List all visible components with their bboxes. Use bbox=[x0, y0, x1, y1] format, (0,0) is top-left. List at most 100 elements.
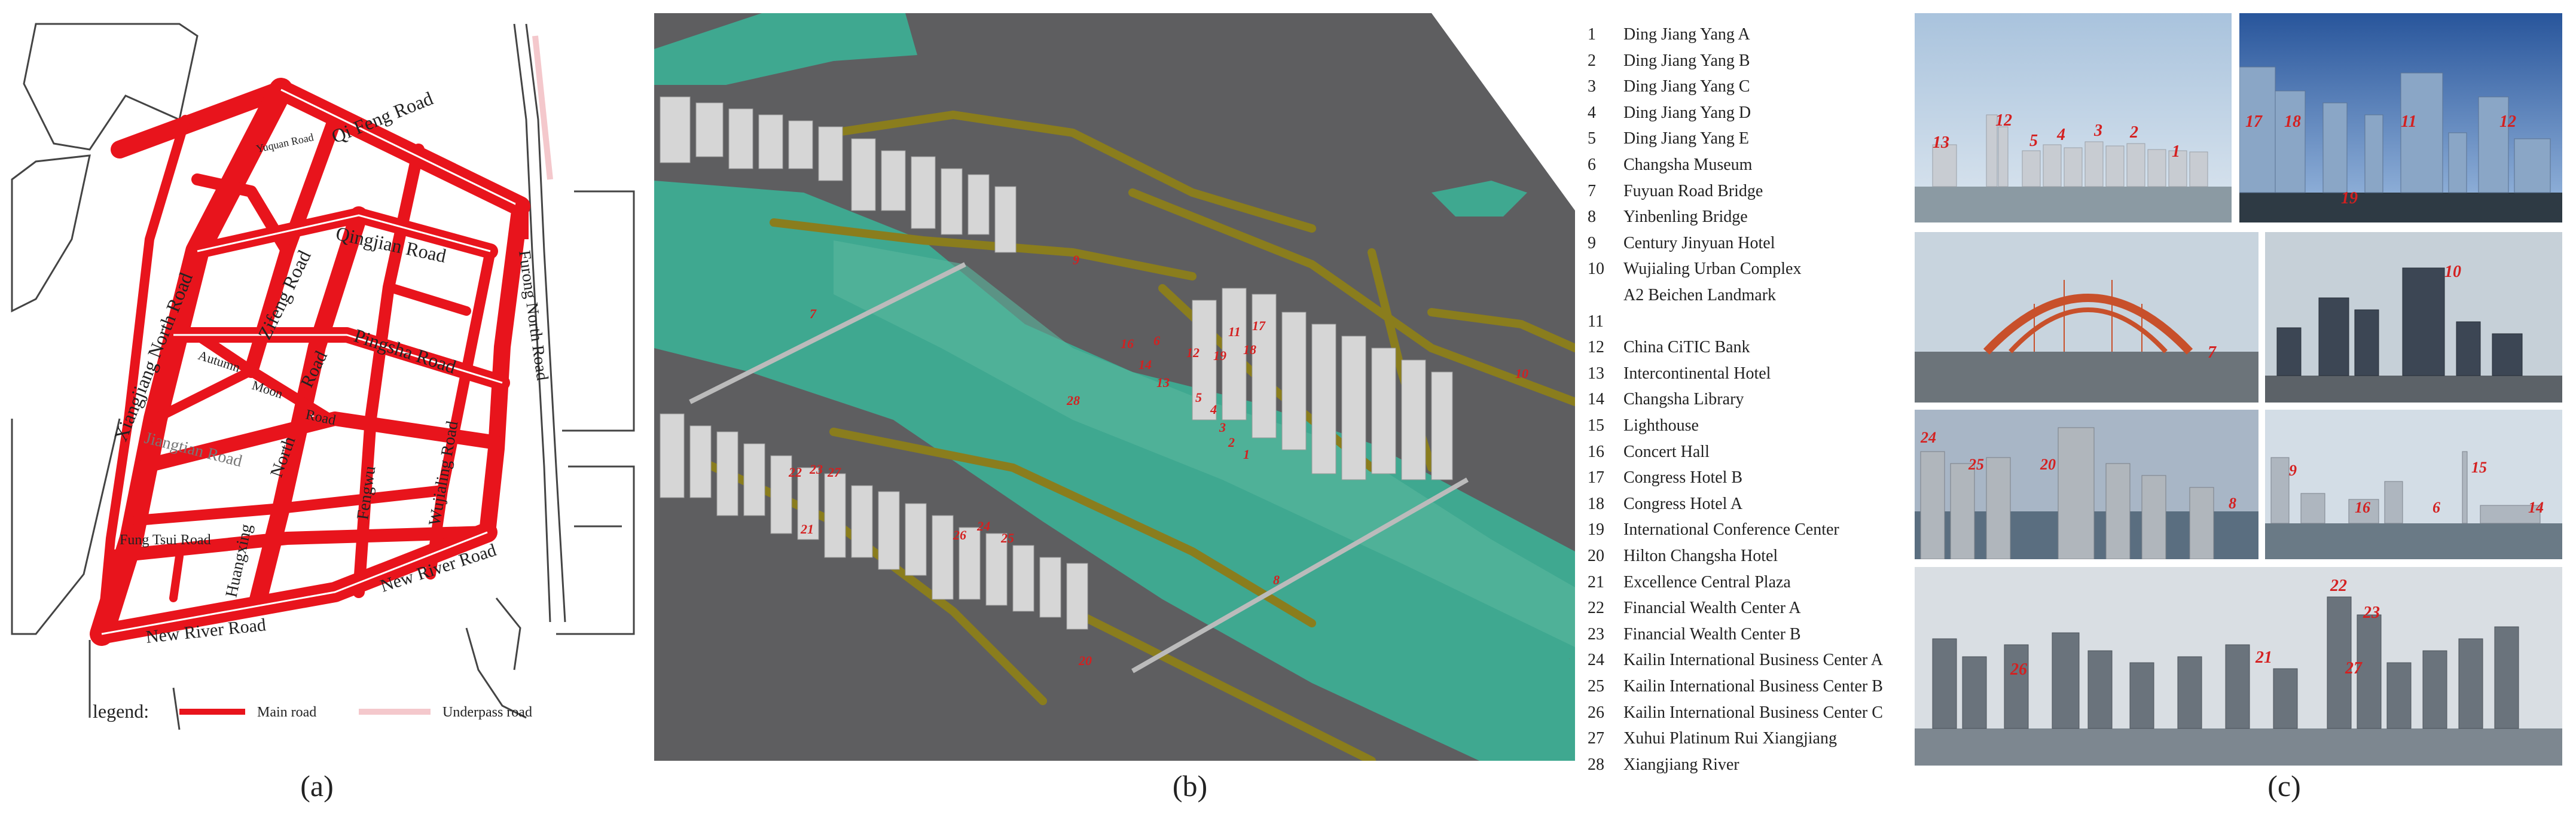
photo2-marker-11: 11 bbox=[2401, 112, 2416, 131]
legend-landmark-name: Financial Wealth Center B bbox=[1623, 624, 1801, 644]
photo-river-towers: 24 25 20 8 bbox=[1915, 410, 2258, 559]
legend-number: 6 bbox=[1588, 156, 1596, 174]
photo2-marker-12: 12 bbox=[2499, 112, 2516, 131]
label-pingsha-road: Pingsha Road bbox=[352, 324, 459, 377]
legend-landmark-name: Kailin International Business Center B bbox=[1623, 677, 1883, 696]
panel-b-label: (b) bbox=[1172, 769, 1208, 803]
photo5-marker-25: 25 bbox=[1968, 456, 1984, 473]
legend-landmark-name: Changsha Library bbox=[1623, 390, 1744, 409]
model-marker-20: 20 bbox=[1078, 653, 1092, 668]
model-marker-2: 2 bbox=[1228, 435, 1235, 450]
legend-title: legend: bbox=[93, 700, 149, 722]
photo3-marker-7: 7 bbox=[2208, 343, 2217, 362]
model-marker-19: 19 bbox=[1213, 348, 1226, 363]
legend-landmark-name: Congress Hotel B bbox=[1623, 468, 1743, 487]
photo7-marker-21: 21 bbox=[2255, 648, 2272, 667]
legend-number: 1 bbox=[1588, 25, 1596, 44]
label-road-1: Road bbox=[297, 348, 331, 391]
legend-number: 2 bbox=[1588, 51, 1596, 70]
photo7-marker-22: 22 bbox=[2330, 577, 2347, 595]
photo5-marker-24: 24 bbox=[1920, 429, 1936, 446]
photo2-marker-18: 18 bbox=[2284, 112, 2301, 131]
legend-landmark-name: International Conference Center bbox=[1623, 520, 1839, 539]
photo1-marker-5: 5 bbox=[2029, 132, 2038, 150]
photo1-marker-2: 2 bbox=[2129, 123, 2138, 142]
model-marker-14: 14 bbox=[1139, 357, 1152, 372]
legend-number: 16 bbox=[1588, 442, 1604, 461]
legend-underpass-label: Underpass road bbox=[442, 705, 532, 720]
panel-b-3d-model: 9 7 28 16 6 14 13 12 19 11 17 18 5 4 3 2… bbox=[654, 13, 1575, 761]
legend-number: 18 bbox=[1588, 494, 1604, 513]
legend-landmark-name: Excellence Central Plaza bbox=[1623, 572, 1791, 592]
legend-landmark-name: Yinbenling Bridge bbox=[1623, 208, 1748, 227]
model-marker-4: 4 bbox=[1210, 402, 1217, 417]
photo4-marker-10: 10 bbox=[2444, 263, 2461, 281]
model-marker-13: 13 bbox=[1156, 375, 1170, 390]
panel-c-label: (c) bbox=[2267, 769, 2301, 803]
photo-fuyuan-bridge: 7 bbox=[1915, 232, 2258, 403]
model-marker-22: 22 bbox=[788, 465, 802, 480]
label-moon: Moon bbox=[250, 377, 285, 401]
photo5-marker-8: 8 bbox=[2229, 495, 2236, 512]
river-channel-light bbox=[834, 240, 1575, 647]
legend-number: 15 bbox=[1588, 416, 1604, 435]
photo1-marker-1: 1 bbox=[2172, 142, 2180, 161]
photo7-marker-27: 27 bbox=[2345, 659, 2363, 678]
photo6-marker-14: 14 bbox=[2528, 499, 2544, 516]
legend-number: 19 bbox=[1588, 520, 1604, 539]
photo2-marker-17: 17 bbox=[2245, 112, 2263, 131]
photo-waterfront-library: 9 15 16 6 14 bbox=[2265, 410, 2562, 559]
legend-landmark-name: Fuyuan Road Bridge bbox=[1623, 181, 1763, 200]
photo7-marker-26: 26 bbox=[2010, 660, 2027, 679]
model-marker-9: 9 bbox=[1073, 252, 1079, 267]
legend-number: 20 bbox=[1588, 547, 1604, 565]
legend-landmark-name: Changsha Museum bbox=[1623, 156, 1753, 174]
model-marker-6: 6 bbox=[1153, 333, 1160, 348]
model-markers: 9 7 28 16 6 14 13 12 19 11 17 18 5 4 3 2… bbox=[788, 252, 1570, 668]
model-marker-10: 10 bbox=[1515, 366, 1528, 381]
legend-number: 12 bbox=[1588, 338, 1604, 357]
legend-landmark-name: Ding Jiang Yang D bbox=[1623, 103, 1751, 122]
fuyuan-road-bridge bbox=[689, 262, 966, 404]
photo1-marker-4: 4 bbox=[2056, 126, 2065, 144]
legend-landmark-name: Concert Hall bbox=[1623, 442, 1710, 461]
model-marker-25: 25 bbox=[1000, 531, 1014, 545]
legend-landmark-name: Century Jinyuan Hotel bbox=[1623, 233, 1775, 252]
legend-landmark-name: Kailin International Business Center C bbox=[1623, 703, 1883, 722]
legend-number: 7 bbox=[1588, 181, 1596, 200]
photo-skyline-ding-jiang-yang: 13 12 5 4 3 2 1 bbox=[1915, 13, 2232, 222]
label-fengwu: Fengwu bbox=[353, 465, 379, 521]
photo1-marker-3: 3 bbox=[2093, 121, 2102, 140]
legend-number: 17 bbox=[1588, 468, 1604, 487]
photo7-marker-23: 23 bbox=[2363, 603, 2380, 622]
legend-landmark-name: China CiTIC Bank bbox=[1623, 338, 1750, 357]
legend-landmark-name: Xuhui Platinum Rui Xiangjiang bbox=[1623, 729, 1837, 748]
model-marker-21: 21 bbox=[800, 522, 814, 536]
road-lanes bbox=[101, 89, 521, 635]
model-marker-16: 16 bbox=[1121, 336, 1134, 351]
legend-number: 23 bbox=[1588, 624, 1604, 644]
minor-streets bbox=[11, 23, 635, 730]
model-marker-3: 3 bbox=[1219, 420, 1226, 435]
photo6-marker-6: 6 bbox=[2432, 499, 2440, 516]
xiangjiang-river bbox=[654, 181, 1575, 761]
legend-landmark-name: Wujialing Urban Complex bbox=[1623, 260, 1802, 279]
panel-a-road-map: Qi Feng Road Yuquan Road Qingjian Road X… bbox=[11, 23, 635, 730]
model-marker-17: 17 bbox=[1252, 318, 1266, 333]
model-marker-23: 23 bbox=[809, 462, 823, 477]
yinbenling-bridge bbox=[1131, 477, 1469, 673]
panel-a-label: (a) bbox=[300, 769, 334, 803]
model-marker-8: 8 bbox=[1273, 572, 1280, 587]
legend-number: 13 bbox=[1588, 364, 1604, 383]
legend-number: 3 bbox=[1588, 77, 1596, 96]
legend-number: 14 bbox=[1588, 390, 1604, 409]
model-marker-11: 11 bbox=[1228, 324, 1241, 339]
legend-landmark-name: Hilton Changsha Hotel bbox=[1623, 547, 1778, 565]
legend-landmark-name: A2 Beichen Landmark bbox=[1623, 286, 1777, 304]
model-marker-26: 26 bbox=[953, 528, 966, 542]
legend-number: 28 bbox=[1588, 755, 1604, 774]
legend-number: 27 bbox=[1588, 729, 1604, 748]
model-marker-7: 7 bbox=[810, 306, 817, 321]
underpass-trace bbox=[532, 35, 553, 180]
top-water bbox=[654, 13, 917, 85]
